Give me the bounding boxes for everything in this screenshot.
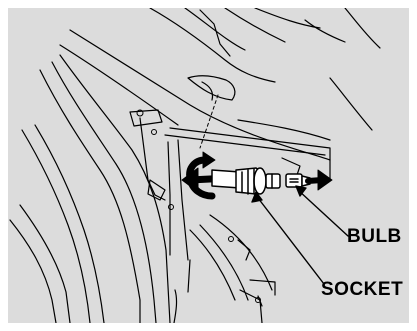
body-panel <box>60 8 380 160</box>
socket-label: SOCKET <box>321 279 403 301</box>
socket <box>212 168 280 194</box>
bulb-label: BULB <box>347 226 402 248</box>
leader-lines <box>252 186 348 284</box>
install-arrow-icon <box>308 170 332 190</box>
